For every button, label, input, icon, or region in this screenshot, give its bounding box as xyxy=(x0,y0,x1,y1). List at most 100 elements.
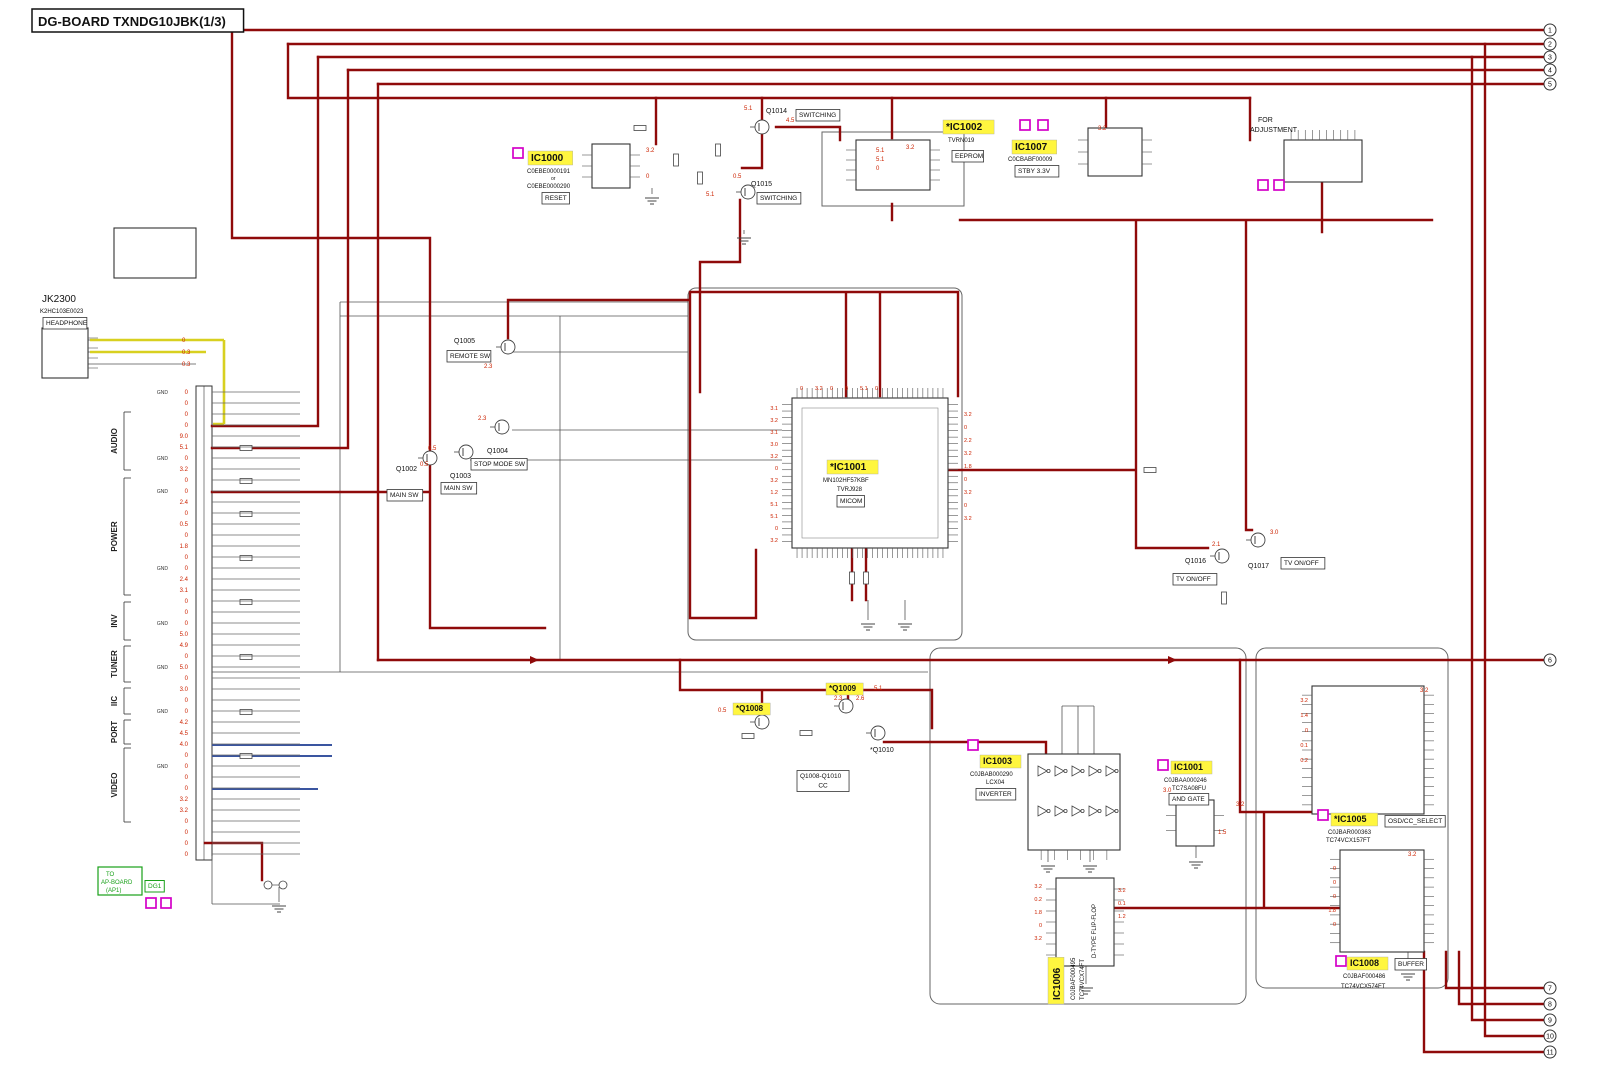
resistor-symbol xyxy=(239,709,253,715)
label-72: 3.2 xyxy=(906,145,915,151)
label-88: 3.2 xyxy=(1236,802,1245,808)
label-68: 5.1 xyxy=(706,192,715,198)
ic1000-reset-chip xyxy=(591,143,631,189)
pin-voltage-value: 0 xyxy=(185,621,189,627)
label-54: BUFFER xyxy=(1398,961,1424,968)
edge-terminal-number: 5 xyxy=(1548,82,1552,89)
label-60: D-TYPE FLIP-FLOP xyxy=(1092,904,1098,958)
dg1-connector-label: DG1 xyxy=(148,883,162,890)
ic1000-label: IC1000 xyxy=(531,153,564,164)
pin-voltage-value: 0 xyxy=(1305,728,1308,734)
pin-voltage-value: 3.1 xyxy=(180,588,189,594)
resistor-symbol xyxy=(239,555,253,561)
pin-voltage-value: 0 xyxy=(185,555,189,561)
pin-voltage-value: 0 xyxy=(185,786,189,792)
pin-voltage-value: 0 xyxy=(800,386,803,392)
highlight-box xyxy=(826,459,879,475)
resistor-symbol xyxy=(849,571,855,585)
pin-voltage-value: 0 xyxy=(185,709,189,715)
label-box xyxy=(975,788,1017,801)
label-9: RESET xyxy=(545,195,567,202)
signal-flow-arrow xyxy=(1168,656,1177,664)
resistor-symbol xyxy=(239,478,253,484)
label-19: K2HC103E0023 xyxy=(40,309,84,315)
inverter-gate-symbol xyxy=(1071,805,1082,817)
edge-terminal-circle xyxy=(1543,981,1557,995)
inverter-gate-symbol xyxy=(1054,765,1065,777)
pin-voltage-value: 0 xyxy=(185,412,189,418)
jumper-symbol xyxy=(278,880,288,890)
label-75: 0 xyxy=(646,174,650,180)
pin-voltage-value: 0 xyxy=(185,533,189,539)
pin-voltage-value: 3.2 xyxy=(770,418,778,424)
label-55: C0JBAF000486 xyxy=(1343,974,1386,980)
resistor-symbol xyxy=(239,753,253,759)
label-86: 3.0 xyxy=(1163,788,1172,794)
pin-name: GND xyxy=(157,566,169,572)
video-blue-wire xyxy=(212,744,332,790)
test-point-marker xyxy=(1037,119,1049,131)
q1003-label: Q1003 xyxy=(450,473,471,480)
pin-voltage-value: 1.8 xyxy=(180,544,189,550)
inverter-gate-symbol xyxy=(1037,765,1048,777)
test-point-marker xyxy=(1273,179,1285,191)
label-43: LCX04 xyxy=(986,780,1005,786)
pin-voltage-value: 1.4 xyxy=(1300,713,1308,719)
label-92: 0.3 xyxy=(182,350,191,356)
board-connector-pins: 0GND0009.05.10GND3.200GND2.400.501.800GN… xyxy=(110,390,300,858)
section-label-inv: INV xyxy=(110,614,119,628)
label-box xyxy=(1384,815,1446,828)
edge-terminal-number: 8 xyxy=(1548,1002,1552,1009)
label-52: OSD/CC_SELECT xyxy=(1388,818,1442,825)
resistor-symbol xyxy=(741,733,755,739)
label-8: C0EBE0000290 xyxy=(527,184,571,190)
edge-terminal-number: 10 xyxy=(1546,1034,1554,1041)
label-11: TVRN019 xyxy=(948,138,975,144)
label-box xyxy=(1172,573,1218,586)
pin-voltage-value: 3.2 xyxy=(815,386,823,392)
label-20: HEADPHONE xyxy=(46,320,88,327)
inverter-bubble xyxy=(1063,809,1068,814)
pin-voltage-value: 0 xyxy=(185,753,189,759)
adjustment-connector xyxy=(1283,139,1363,183)
edge-terminal-circle xyxy=(1543,1029,1557,1043)
pin-voltage-value: 3.2 xyxy=(1118,888,1126,894)
pin-voltage-value: 0.1 xyxy=(1300,743,1308,749)
label-48: AND GATE xyxy=(1172,796,1205,803)
pin-voltage-value: 3.2 xyxy=(964,412,972,418)
highlight-box xyxy=(527,150,573,166)
ic1001-andgate-chip xyxy=(1175,799,1215,847)
pin-name: GND xyxy=(157,489,169,495)
label-box xyxy=(1394,958,1427,971)
pin-voltage-value: 0 xyxy=(1333,866,1336,872)
pin-voltage-value: 0 xyxy=(875,386,878,392)
ap-board-outline xyxy=(97,866,143,896)
q1017-label: Q1017 xyxy=(1248,563,1269,570)
pin-voltage-value: 3.0 xyxy=(770,442,778,448)
pin-voltage-value: 3.1 xyxy=(770,406,778,412)
resistor-symbol xyxy=(673,153,679,167)
pin-voltage-value: 3.2 xyxy=(964,451,972,457)
jumper-symbol xyxy=(263,880,273,890)
section-label-power: POWER xyxy=(110,521,119,551)
pin-voltage-value: 4.9 xyxy=(180,643,189,649)
ic1005-selector-chip xyxy=(1311,685,1425,815)
pin-voltage-value: 0 xyxy=(185,698,189,704)
q1009-label: *Q1009 xyxy=(829,684,857,693)
pin-voltage-value: 0 xyxy=(185,423,189,429)
red-left-verticals xyxy=(210,28,1252,662)
label-box-green xyxy=(144,880,165,893)
pin-name: GND xyxy=(157,390,169,396)
label-62: AP-BOARD xyxy=(101,880,133,886)
ic1002-eeprom-chip xyxy=(855,139,931,191)
pin-voltage-value: 5.1 xyxy=(770,502,778,508)
label-box xyxy=(470,458,528,471)
label-65: 5.1 xyxy=(744,106,753,112)
yellow-wires xyxy=(90,338,226,426)
ic1001-micom-label: *IC1001 xyxy=(830,462,867,473)
pin-voltage-value: 3.2 xyxy=(180,467,189,473)
inverter-bubble xyxy=(1080,769,1085,774)
label-66: 4.5 xyxy=(786,118,795,124)
